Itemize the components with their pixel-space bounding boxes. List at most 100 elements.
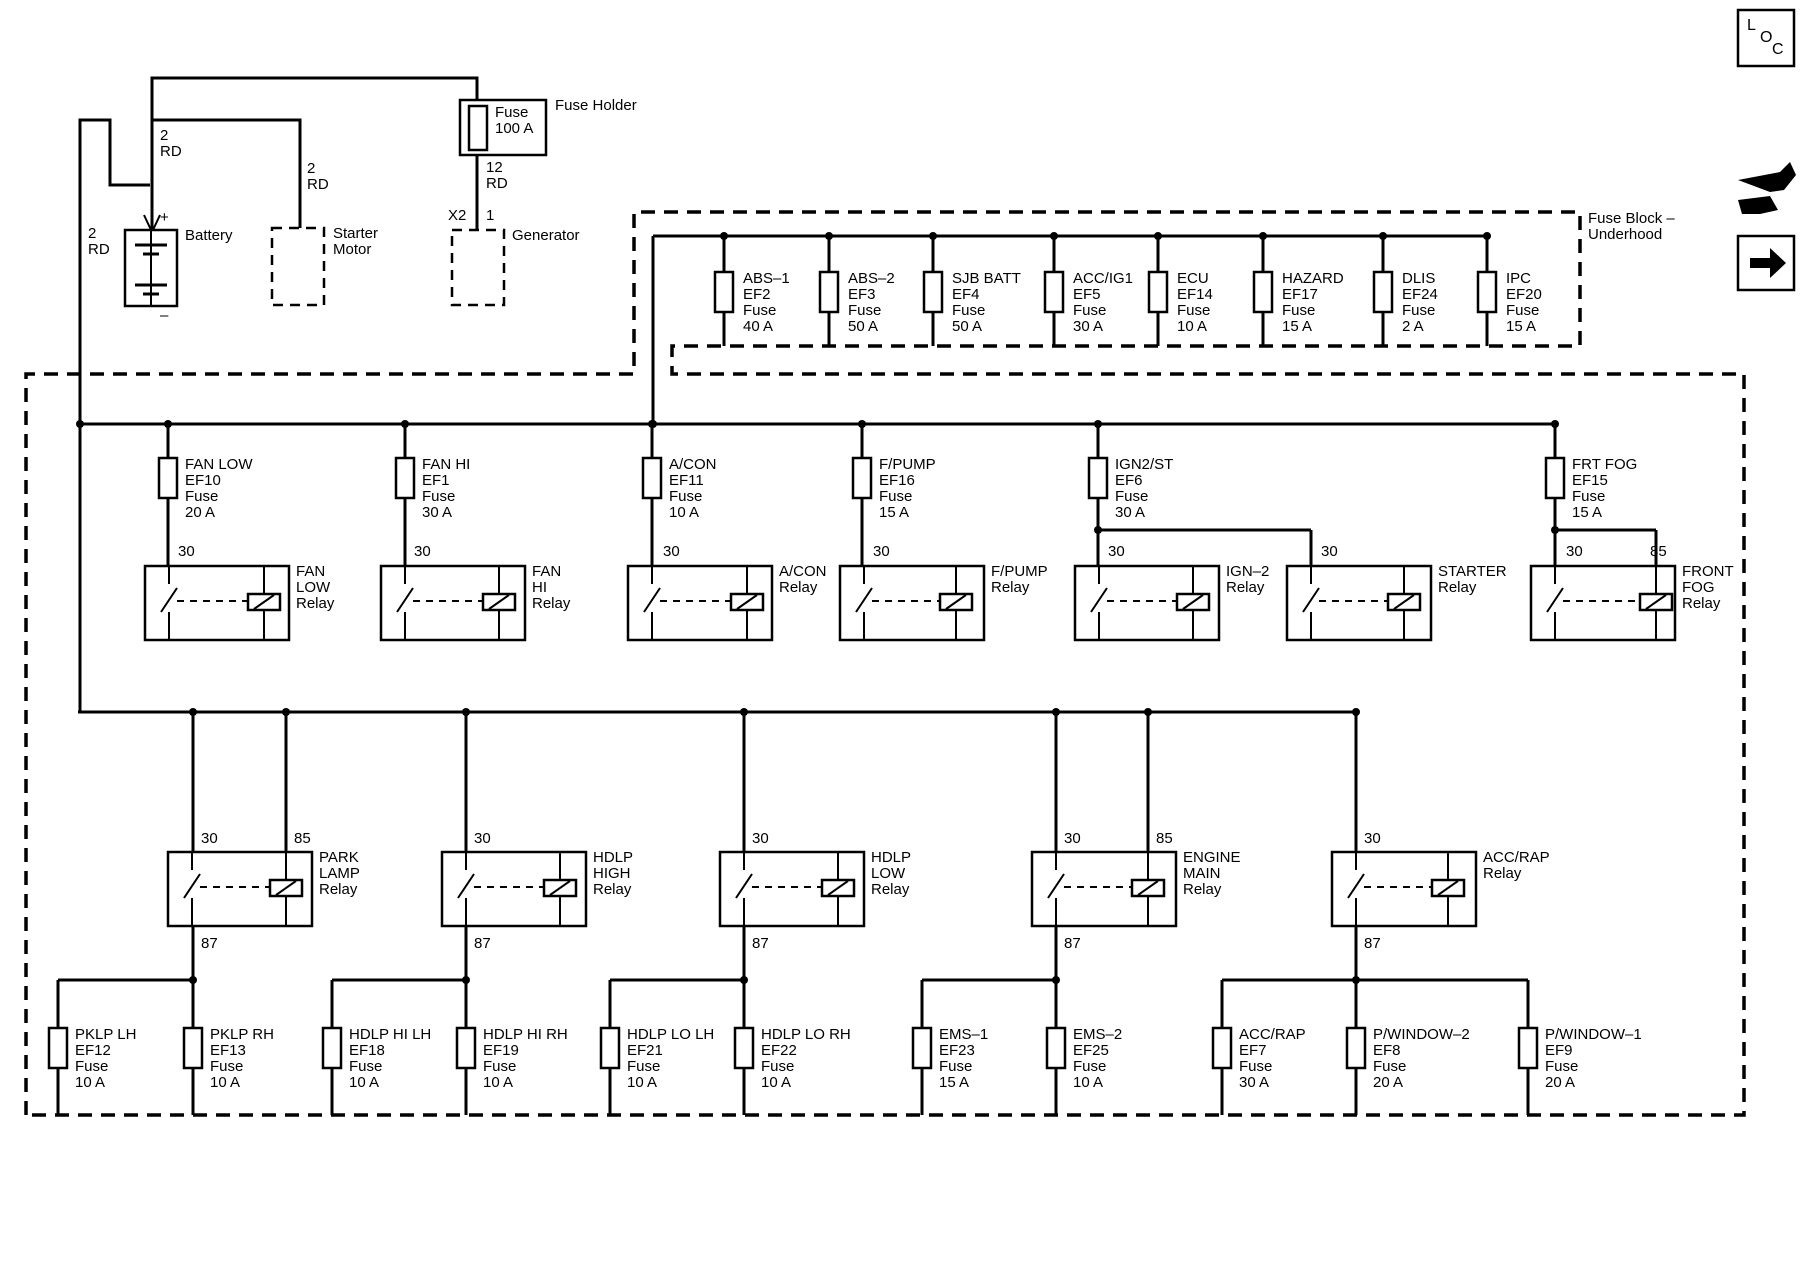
- junction-node: [929, 232, 937, 240]
- fuse-id: EF2: [743, 286, 771, 303]
- fuse-id: EF21: [627, 1042, 663, 1059]
- fuse-type: Fuse: [1115, 488, 1148, 505]
- fuse-symbol: [182, 1026, 204, 1070]
- relay-label: LOW: [871, 865, 906, 882]
- fuse-type: Fuse: [185, 488, 218, 505]
- switch-contact: [160, 587, 178, 613]
- wire-gauge: 12: [486, 159, 503, 176]
- coil-diagonal: [1437, 880, 1459, 896]
- fuse-symbol: [1147, 270, 1169, 314]
- relay-label: FOG: [1682, 579, 1715, 596]
- fuse-name: HDLP LO LH: [627, 1026, 714, 1043]
- relay-label: Relay: [1682, 595, 1721, 612]
- relay-label: Relay: [991, 579, 1030, 596]
- fuse-rating: 10 A: [210, 1074, 240, 1091]
- junction-node: [1050, 232, 1058, 240]
- fuse-name: FRT FOG: [1572, 456, 1637, 473]
- fuse-type: Fuse: [669, 488, 702, 505]
- fuse-rating: 50 A: [952, 318, 982, 335]
- fuse-symbol: [851, 456, 873, 500]
- relay-label: STARTER: [1438, 563, 1507, 580]
- next-arrow-icon[interactable]: [1736, 234, 1796, 292]
- fuse-type: Fuse: [210, 1058, 243, 1075]
- fuse-symbol: [1544, 456, 1566, 500]
- junction-node: [1144, 708, 1152, 716]
- fuse-rating: 20 A: [185, 504, 215, 521]
- fuse-name: F/PUMP: [879, 456, 936, 473]
- wire-color: RD: [486, 175, 508, 192]
- relay-pin-87: 87: [752, 935, 769, 952]
- fuse-symbol: [1045, 1026, 1067, 1070]
- fuse-block-label-1: Fuse Block –: [1588, 210, 1675, 227]
- relay-pin-85: 85: [1650, 543, 1667, 560]
- svg-text:L: L: [1747, 17, 1756, 34]
- relay-label: HI: [532, 579, 547, 596]
- relay-label: Relay: [319, 881, 358, 898]
- fuse-id: EF15: [1572, 472, 1608, 489]
- loc-icon[interactable]: L O C: [1736, 8, 1796, 68]
- fuse-symbol: [1043, 270, 1065, 314]
- junction-node: [1052, 708, 1060, 716]
- fuse-rating: 10 A: [761, 1074, 791, 1091]
- fuse-type: Fuse: [939, 1058, 972, 1075]
- fuse-id: EF14: [1177, 286, 1213, 303]
- battery-plus: +: [160, 209, 169, 226]
- relay-pin-87: 87: [1064, 935, 1081, 952]
- wire-gauge: 2: [88, 225, 96, 242]
- fuse-rating: 10 A: [483, 1074, 513, 1091]
- upper-relay-group: FANLOWRelay30FANHIRelay30A/CONRelay30F/P…: [143, 526, 1734, 642]
- fuse-id: EF12: [75, 1042, 111, 1059]
- fuse-id: EF23: [939, 1042, 975, 1059]
- relay-label: MAIN: [1183, 865, 1221, 882]
- junction-node: [1551, 526, 1559, 534]
- switch-contact: [1090, 587, 1108, 613]
- fuse-symbol: [641, 456, 663, 500]
- relay-pin-30: 30: [873, 543, 890, 560]
- fuse-rating: 10 A: [669, 504, 699, 521]
- fuse-rating: 20 A: [1373, 1074, 1403, 1091]
- junction-node: [462, 708, 470, 716]
- junction-node: [189, 708, 197, 716]
- fuse-symbol: [321, 1026, 343, 1070]
- fuse-rating: 20 A: [1545, 1074, 1575, 1091]
- junction-node: [282, 708, 290, 716]
- fuse-holder-fuse-label: Fuse: [495, 104, 528, 121]
- fuse-type: Fuse: [1239, 1058, 1272, 1075]
- connector-view-icon[interactable]: [1738, 162, 1796, 214]
- fuse-symbol: [1211, 1026, 1233, 1070]
- fuse-type: Fuse: [349, 1058, 382, 1075]
- starter-motor-box: [270, 226, 326, 307]
- switch-contact: [1347, 873, 1365, 899]
- fuse-name: SJB BATT: [952, 270, 1021, 287]
- fuse-holder-rating: 100 A: [495, 120, 533, 137]
- fuse-rating: 10 A: [1073, 1074, 1103, 1091]
- fuse-rating: 30 A: [422, 504, 452, 521]
- fuse-type: Fuse: [743, 302, 776, 319]
- relay-pin-85: 85: [294, 830, 311, 847]
- fuse-holder-label: Fuse Holder: [555, 97, 637, 114]
- relay-pin-30: 30: [663, 543, 680, 560]
- relay-pin-30: 30: [1566, 543, 1583, 560]
- fuse-rating: 50 A: [848, 318, 878, 335]
- coil-diagonal: [1182, 594, 1204, 610]
- fuse-name: EMS–1: [939, 1026, 988, 1043]
- wire-color: RD: [88, 241, 110, 258]
- relay-label: FAN: [296, 563, 325, 580]
- switch-contact: [1546, 587, 1564, 613]
- fuse-symbol: [599, 1026, 621, 1070]
- fuse-rating: 30 A: [1073, 318, 1103, 335]
- generator-label: Generator: [512, 227, 580, 244]
- relay-label: Relay: [1183, 881, 1222, 898]
- fuse-rating: 2 A: [1402, 318, 1424, 335]
- fuse-name: P/WINDOW–1: [1545, 1026, 1642, 1043]
- fuse-id: EF16: [879, 472, 915, 489]
- fuse-name: ACC/IG1: [1073, 270, 1133, 287]
- relay-label: ACC/RAP: [1483, 849, 1550, 866]
- relay-label: Relay: [593, 881, 632, 898]
- fuse-rating: 40 A: [743, 318, 773, 335]
- fuse-name: PKLP LH: [75, 1026, 136, 1043]
- fuse-rating: 10 A: [349, 1074, 379, 1091]
- fuse-type: Fuse: [483, 1058, 516, 1075]
- fuse-rating: 10 A: [75, 1074, 105, 1091]
